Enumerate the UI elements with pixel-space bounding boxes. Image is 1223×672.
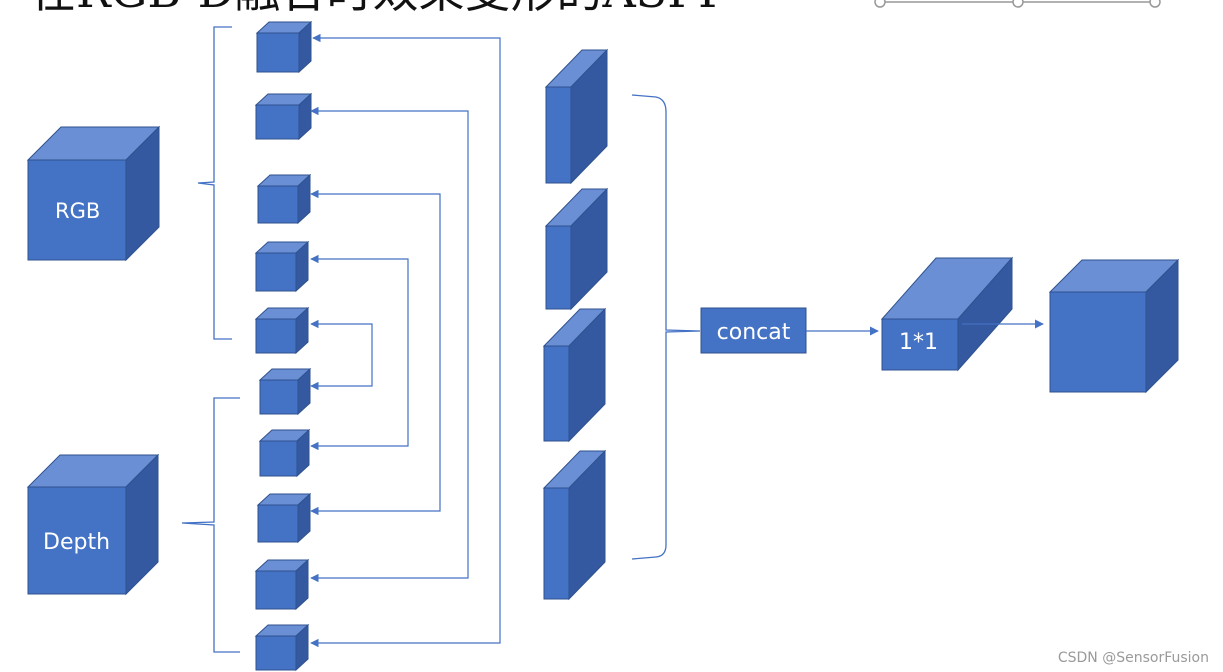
feature-cube-6 <box>258 367 312 416</box>
connection-loop-4 <box>310 106 469 583</box>
fused-feature-cube-4 <box>542 449 607 601</box>
depth-input-cube: Depth <box>26 453 160 596</box>
title-decoration <box>874 0 1161 8</box>
connection-loop-3 <box>310 189 441 516</box>
rgb-brace <box>197 26 232 340</box>
feature-cube-column <box>254 20 313 672</box>
slide-title: 在RGB-D融合时效果变形的ASPP <box>30 0 729 16</box>
conv1x1-label: 1*1 <box>899 330 938 355</box>
fused-feature-cube-1 <box>544 48 609 185</box>
feature-cube-7 <box>258 428 311 478</box>
rgb-cube-shape: RGB <box>26 125 161 262</box>
fused-feature-cube-3 <box>542 307 607 443</box>
feature-cube-9 <box>254 558 310 611</box>
feature-cube-2 <box>254 92 313 141</box>
feature-cube-8 <box>256 492 312 544</box>
feature-cube-5 <box>254 306 310 355</box>
concat-label: concat <box>717 320 791 345</box>
connection-loop-2 <box>310 254 409 451</box>
conv1x1-shape: 1*1 <box>880 256 1014 372</box>
conv1x1-cube: 1*1 <box>880 256 1014 372</box>
feature-cube-10 <box>254 623 310 672</box>
connection-loop-1 <box>310 319 373 391</box>
feature-cube-3 <box>256 173 312 225</box>
depth-label: Depth <box>43 530 110 555</box>
watermark: CSDN @SensorFusion <box>1057 650 1209 666</box>
rgb-input-cube: RGB <box>26 125 161 262</box>
output-cube <box>1048 258 1180 394</box>
concat-box: concat <box>700 307 807 354</box>
connection-loop-5 <box>310 33 501 648</box>
fused-feature-cube-2 <box>544 187 609 311</box>
depth-cube-shape: Depth <box>26 453 160 596</box>
fusion-connections <box>310 33 501 648</box>
features-brace <box>631 94 701 560</box>
feature-cube-1 <box>255 20 313 74</box>
fused-feature-column <box>542 48 609 601</box>
depth-brace <box>181 397 240 653</box>
rgb-label: RGB <box>55 199 100 223</box>
feature-cube-4 <box>254 240 310 293</box>
output-cube-shape <box>1048 258 1180 394</box>
